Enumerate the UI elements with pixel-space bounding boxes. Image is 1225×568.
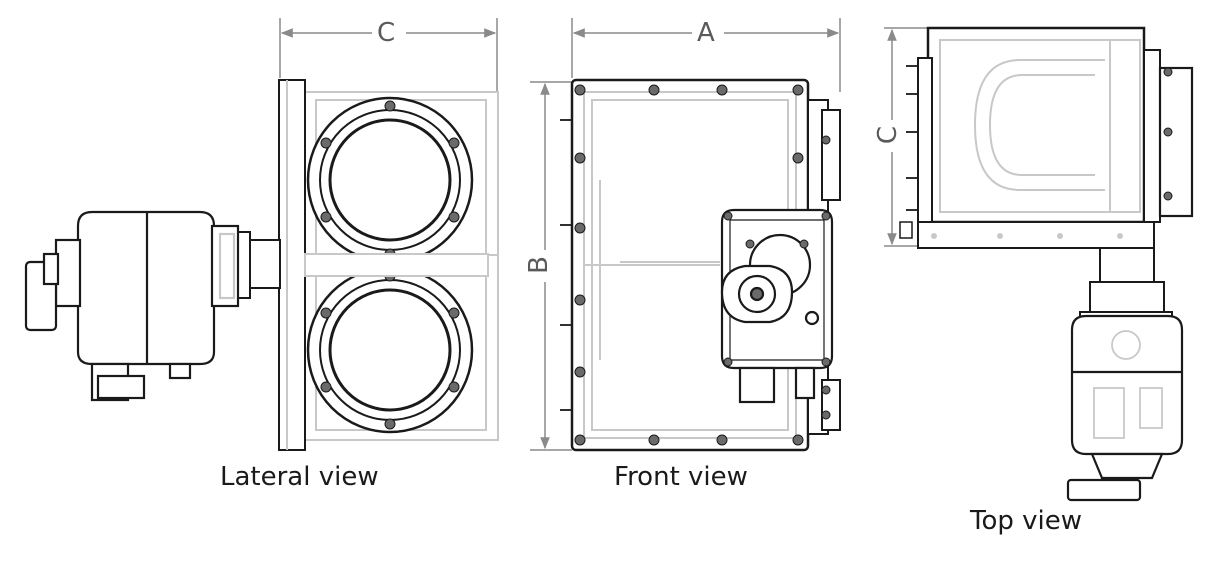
bolt-icon [320,270,460,430]
front-studs [560,119,572,411]
top-view [884,26,1194,502]
top-ghost-lines [939,39,1141,213]
lateral-shaft [235,231,489,299]
lateral-dimension-c [279,18,498,92]
handwheel-icon [24,238,82,332]
lateral-dimension-c-label: C [377,18,396,48]
front-dimension-b-label: B [523,256,554,274]
front-view-caption: Front view [614,462,748,492]
top-view-caption: Top view [970,506,1083,536]
lateral-port-lower [306,266,474,434]
connector-icon [738,366,816,404]
lateral-view [24,18,499,451]
front-dimension-a [571,18,841,92]
front-actuator [720,208,834,404]
lateral-actuator [24,210,240,402]
top-body [899,26,1194,249]
handwheel-icon [1066,452,1164,502]
top-studs [906,65,918,211]
top-actuator [1066,314,1184,502]
connector-icon [90,362,192,402]
bolt-icon [1163,67,1173,201]
lateral-view-caption: Lateral view [220,462,379,492]
top-dimension-c-label: C [873,125,904,145]
bolt-icon [723,211,831,367]
handwheel-icon [720,264,794,324]
top-rail-bolts [931,233,1123,239]
top-coupling [1079,247,1173,321]
front-dimension-b [530,81,572,451]
lateral-flange-plate [278,79,306,451]
front-view [530,18,841,452]
front-dimension-a-label: A [697,18,715,48]
bolt-icon [574,84,804,446]
lateral-port-upper [306,96,474,264]
